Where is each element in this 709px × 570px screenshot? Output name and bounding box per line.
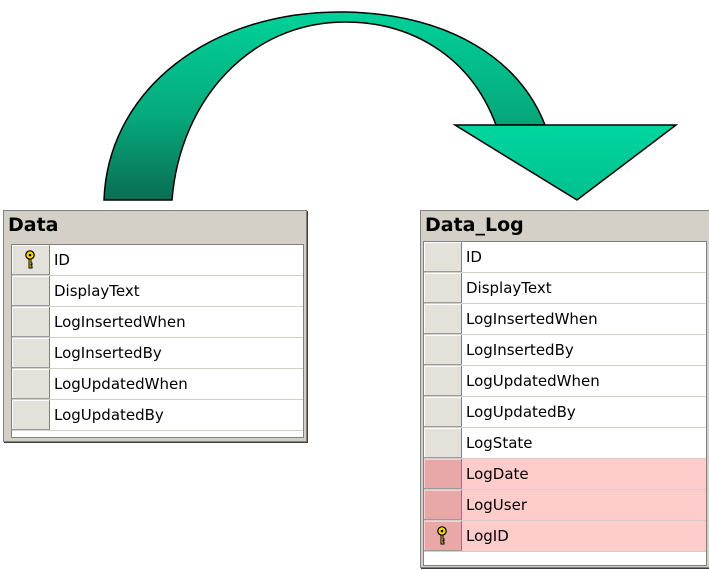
- primary-key-icon: [25, 250, 35, 269]
- column-list: ID DisplayText LogInsertedWhen LogInsert…: [423, 241, 707, 566]
- column-name: LogUpdatedBy: [466, 403, 576, 421]
- row-selector[interactable]: [424, 335, 462, 365]
- row-selector[interactable]: [12, 276, 50, 306]
- column-list: ID DisplayText LogInsertedWhen LogInsert…: [11, 244, 304, 438]
- column-name: LogState: [466, 434, 533, 452]
- column-name: ID: [54, 251, 70, 269]
- row-selector[interactable]: [12, 338, 50, 368]
- row-selector[interactable]: [424, 273, 462, 303]
- column-name: LogUpdatedWhen: [54, 375, 188, 393]
- column-row-loginsertedwhen[interactable]: LogInsertedWhen: [12, 307, 303, 338]
- column-row-logdate[interactable]: LogDate: [424, 459, 706, 490]
- column-row-displaytext[interactable]: DisplayText: [12, 276, 303, 307]
- row-selector[interactable]: [12, 369, 50, 399]
- column-name: LogInsertedBy: [466, 341, 574, 359]
- row-selector[interactable]: [12, 245, 50, 275]
- data-log-table[interactable]: Data_Log ID DisplayText LogInsertedWhen …: [420, 210, 709, 568]
- row-selector[interactable]: [424, 521, 462, 551]
- column-row-logid[interactable]: LogID: [424, 521, 706, 552]
- column-row-id[interactable]: ID: [12, 245, 303, 276]
- row-selector[interactable]: [424, 397, 462, 427]
- column-name: LogDate: [466, 465, 529, 483]
- column-row-id[interactable]: ID: [424, 242, 706, 273]
- row-selector[interactable]: [12, 400, 50, 430]
- row-selector[interactable]: [424, 459, 462, 489]
- data-table[interactable]: Data ID DisplayText LogInsertedWhen LogI…: [3, 210, 307, 442]
- column-name: ID: [466, 248, 482, 266]
- column-row-logupdatedwhen[interactable]: LogUpdatedWhen: [424, 366, 706, 397]
- table-title: Data_Log: [425, 214, 524, 236]
- column-row-loginsertedby[interactable]: LogInsertedBy: [424, 335, 706, 366]
- column-row-logupdatedby[interactable]: LogUpdatedBy: [12, 400, 303, 431]
- column-row-displaytext[interactable]: DisplayText: [424, 273, 706, 304]
- column-row-logstate[interactable]: LogState: [424, 428, 706, 459]
- row-selector[interactable]: [424, 366, 462, 396]
- column-name: LogInsertedBy: [54, 344, 162, 362]
- row-selector[interactable]: [424, 490, 462, 520]
- row-selector[interactable]: [424, 428, 462, 458]
- column-name: LogUpdatedBy: [54, 406, 164, 424]
- column-name: DisplayText: [54, 282, 140, 300]
- row-selector[interactable]: [12, 307, 50, 337]
- column-name: LogInsertedWhen: [466, 310, 598, 328]
- row-selector[interactable]: [424, 304, 462, 334]
- primary-key-icon: [437, 526, 447, 545]
- column-name: LogUser: [466, 496, 527, 514]
- table-title: Data: [8, 214, 59, 236]
- column-row-loguser[interactable]: LogUser: [424, 490, 706, 521]
- row-selector[interactable]: [424, 242, 462, 272]
- column-row-loginsertedby[interactable]: LogInsertedBy: [12, 338, 303, 369]
- column-name: LogID: [466, 527, 509, 545]
- column-row-logupdatedwhen[interactable]: LogUpdatedWhen: [12, 369, 303, 400]
- column-row-logupdatedby[interactable]: LogUpdatedBy: [424, 397, 706, 428]
- column-row-loginsertedwhen[interactable]: LogInsertedWhen: [424, 304, 706, 335]
- column-name: LogUpdatedWhen: [466, 372, 600, 390]
- column-name: DisplayText: [466, 279, 552, 297]
- column-name: LogInsertedWhen: [54, 313, 186, 331]
